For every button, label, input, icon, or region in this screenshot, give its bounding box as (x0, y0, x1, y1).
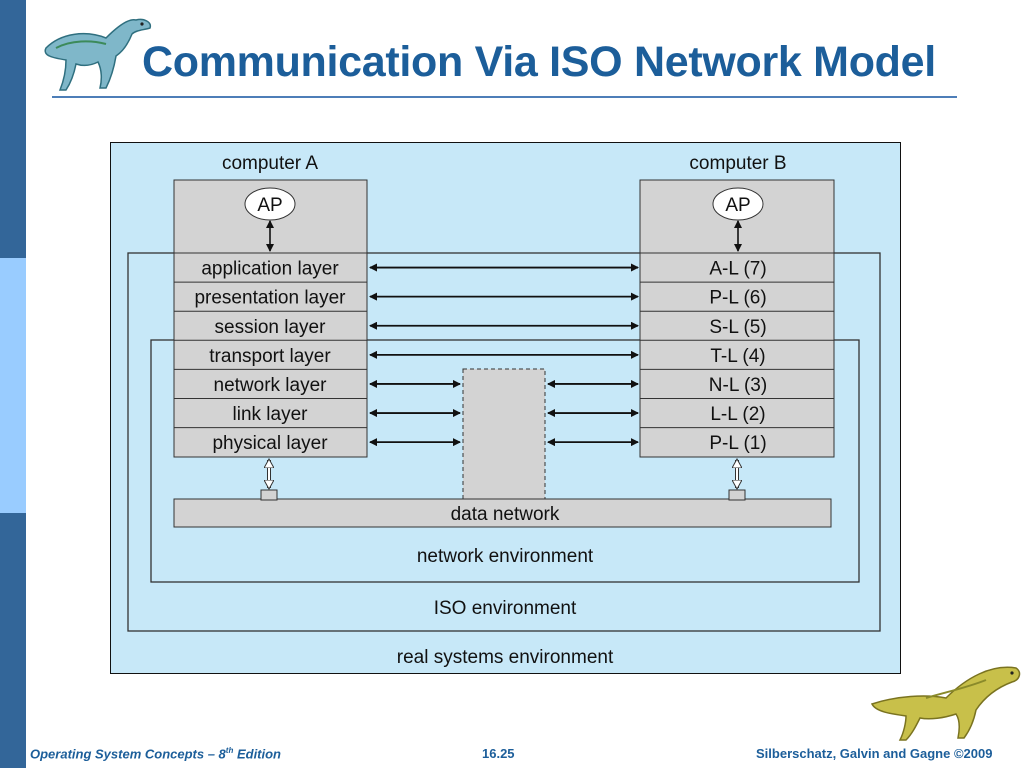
iso-environment-box (127, 252, 881, 632)
network-environment-label: network environment (417, 546, 594, 567)
connector-b (728, 489, 746, 501)
sidebar-band-light (0, 258, 26, 513)
network-environment-box (150, 339, 860, 583)
computer-b-label: computer B (689, 153, 786, 174)
layer-a-label: session layer (215, 317, 327, 338)
layer-b-label: N-L (3) (709, 375, 767, 396)
layer-a-label: network layer (214, 375, 328, 396)
ap-a-label: AP (257, 195, 282, 216)
computer-a-label: computer A (222, 153, 318, 174)
data-network-label: data network (451, 504, 560, 525)
layer-a-label: transport layer (209, 346, 331, 367)
dinosaur-logo-top (44, 18, 152, 91)
layer-b-label: P-L (1) (709, 433, 766, 454)
footer-copyright: Silberschatz, Galvin and Gagne ©2009 (756, 746, 993, 761)
page-title: Communication Via ISO Network Model (142, 38, 936, 86)
dinosaur-logo-bottom (870, 666, 1021, 741)
layer-b-label: S-L (5) (709, 317, 766, 338)
footer-page-number: 16.25 (482, 746, 515, 761)
layer-b-label: P-L (6) (709, 288, 766, 309)
layer-a-label: physical layer (212, 433, 328, 454)
layer-b-label: A-L (7) (709, 259, 766, 280)
data-network-bar (173, 498, 832, 528)
sidebar-band (0, 0, 26, 768)
iso-environment-label: ISO environment (434, 598, 577, 619)
footer-book-title: Operating System Concepts – 8th Edition (30, 746, 282, 762)
connector-a (260, 489, 278, 501)
layer-a-label: application layer (201, 259, 339, 280)
real-systems-environment-label: real systems environment (397, 647, 614, 668)
title-divider (52, 96, 957, 98)
intermediate-node-box (462, 368, 546, 500)
layer-b-label: L-L (2) (710, 404, 765, 425)
layer-a-label: presentation layer (194, 288, 346, 309)
layer-a-label: link layer (233, 404, 309, 425)
iso-model-diagram: AP AP computer A computer B application … (110, 142, 901, 674)
layer-b-label: T-L (4) (710, 346, 765, 367)
ap-b-label: AP (725, 195, 750, 216)
